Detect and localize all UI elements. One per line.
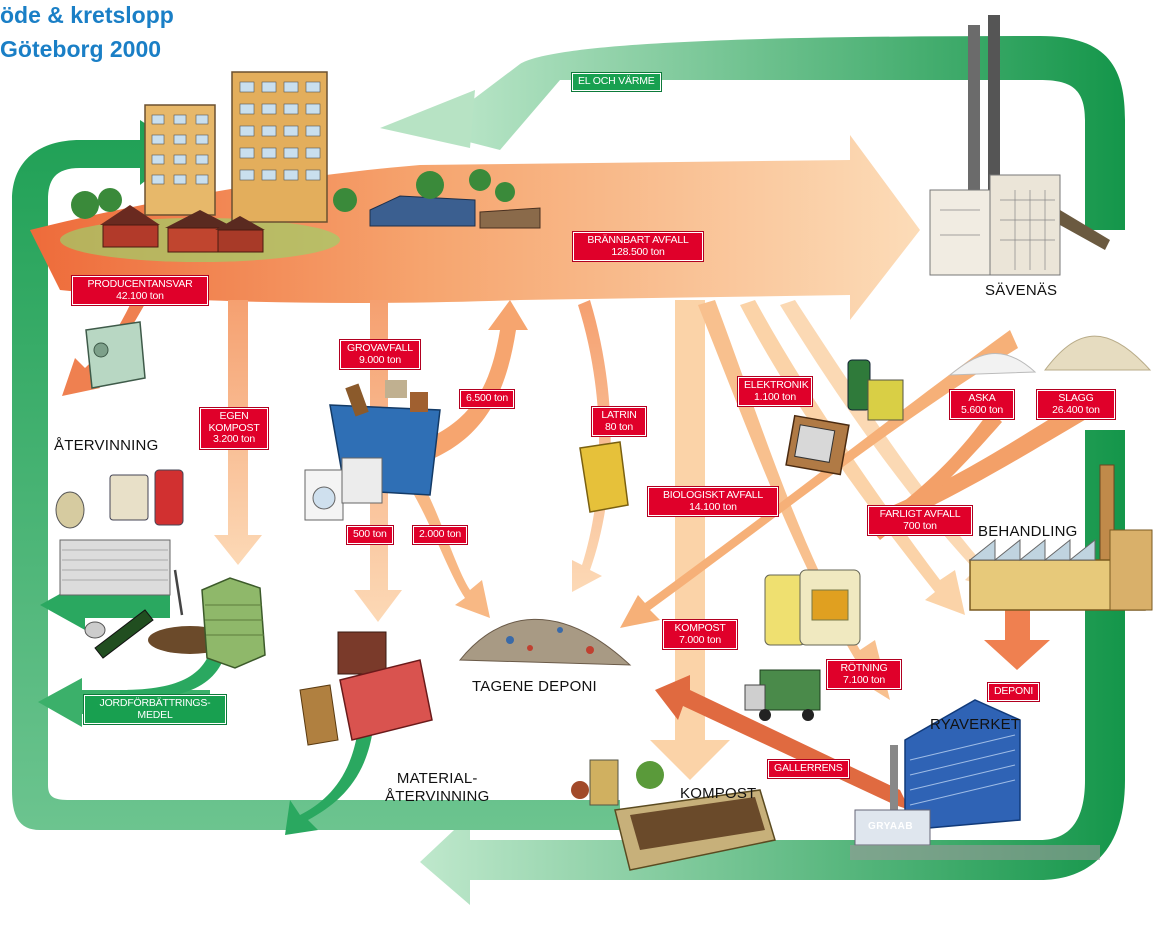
label-egen-kompost: EGEN KOMPOST 3.200 ton	[200, 408, 268, 449]
label-value: 5.600 ton	[961, 403, 1003, 416]
city-illustration	[60, 71, 541, 262]
place-behandling: BEHANDLING	[978, 523, 1078, 540]
label-name: BIOLOGISKT AVFALL	[662, 489, 764, 501]
place-savenas: SÄVENÄS	[985, 282, 1058, 299]
label-text: DEPONI	[994, 685, 1034, 697]
label-name: BRÄNNBART AVFALL	[587, 234, 689, 246]
label-value: 7.100 ton	[843, 673, 885, 686]
chemical-canister-icon	[764, 359, 904, 646]
label-name: ASKA	[968, 392, 996, 404]
label-elektronik: ELEKTRONIK 1.100 ton	[738, 377, 812, 406]
label-text: 2.000 ton	[419, 528, 461, 540]
label-name-2: KOMPOST	[208, 421, 260, 434]
label-name: KOMPOST	[674, 622, 726, 634]
label-kompost: KOMPOST 7.000 ton	[663, 620, 737, 649]
label-brannbart-avfall: BRÄNNBART AVFALL 128.500 ton	[573, 232, 703, 261]
place-atervinning: ÅTERVINNING	[54, 437, 159, 454]
label-slagg: SLAGG 26.400 ton	[1037, 390, 1115, 419]
label-name: SLAGG	[1058, 392, 1094, 404]
warehouse-icon	[369, 195, 541, 229]
label-name-2: MEDEL	[137, 708, 173, 721]
label-text: EL OCH VÄRME	[578, 75, 655, 87]
label-grovavfall: GROVAVFALL 9.000 ton	[340, 340, 420, 369]
label-text: 500 ton	[353, 528, 387, 540]
slag-pile-icon	[1043, 335, 1152, 371]
ash-pile-icon	[948, 353, 1037, 376]
label-6500-ton: 6.500 ton	[460, 390, 514, 408]
title-line-2: Göteborg 2000	[0, 36, 162, 62]
place-ryaverket: RYAVERKET	[930, 716, 1021, 733]
label-deponi: DEPONI	[988, 683, 1040, 701]
house-icon	[100, 205, 265, 253]
title-line-1: öde & kretslopp	[0, 2, 174, 28]
place-kompost: KOMPOST	[680, 785, 757, 802]
place-name-1: MATERIAL-	[396, 770, 478, 787]
label-biologiskt-avfall: BIOLOGISKT AVFALL 14.100 ton	[648, 487, 778, 516]
label-2000-ton: 2.000 ton	[413, 526, 467, 544]
label-name: GROVAVFALL	[347, 342, 413, 354]
label-text: GALLERRENS	[774, 762, 843, 774]
place-materialatervinning: MATERIAL- ÅTERVINNING	[385, 770, 489, 806]
label-jordforbattringsmedel: JORDFÖRBÄTTRINGS- MEDEL	[84, 695, 226, 724]
place-tagene-deponi: TAGENE DEPONI	[472, 678, 597, 695]
apartment-building-icon	[144, 71, 328, 223]
treatment-plant-icon	[850, 699, 1100, 860]
label-name: LATRIN	[601, 409, 637, 421]
label-gallerrens: GALLERRENS	[768, 760, 849, 778]
label-farligt-avfall: FARLIGT AVFALL 700 ton	[868, 506, 972, 535]
label-value: 700 ton	[903, 519, 937, 532]
label-name: PRODUCENTANSVAR	[87, 278, 193, 290]
furniture-icon	[299, 631, 433, 746]
tv-icon	[785, 414, 850, 476]
skip-container-icon	[304, 380, 441, 521]
label-latrin: LATRIN 80 ton	[592, 407, 646, 436]
recycling-bin-icon	[85, 321, 146, 389]
label-name-1: JORDFÖRBÄTTRINGS-	[99, 697, 211, 709]
compost-bin-icon	[173, 569, 266, 669]
label-value: 1.100 ton	[754, 390, 796, 403]
label-aska: ASKA 5.600 ton	[950, 390, 1014, 419]
label-value: 9.000 ton	[359, 353, 401, 366]
landfill-pile-icon	[458, 618, 632, 666]
latrine-box-icon	[579, 441, 629, 513]
label-el-och-varme: EL OCH VÄRME	[572, 73, 661, 91]
label-value: 7.000 ton	[679, 633, 721, 646]
label-value: 14.100 ton	[689, 500, 737, 513]
truck-icon	[744, 669, 821, 721]
place-name-2: ÅTERVINNING	[385, 788, 490, 805]
gryaab-sign: GRYAAB	[868, 821, 914, 832]
label-name: ELEKTRONIK	[744, 379, 809, 391]
label-producentansvar: PRODUCENTANSVAR 42.100 ton	[72, 276, 208, 305]
label-rotning: RÖTNING 7.100 ton	[827, 660, 901, 689]
compost-bed-icon	[571, 759, 776, 871]
label-text: 6.500 ton	[466, 392, 508, 404]
smokestack-plant-icon	[929, 15, 1110, 276]
label-value: 3.200 ton	[213, 433, 255, 445]
label-value: 26.400 ton	[1052, 403, 1100, 416]
label-value: 42.100 ton	[116, 289, 164, 302]
label-500-ton: 500 ton	[347, 526, 393, 544]
label-value: 80 ton	[605, 420, 633, 433]
label-name-1: EGEN	[219, 410, 249, 422]
recycled-materials-icon	[55, 469, 232, 659]
label-value: 128.500 ton	[611, 245, 665, 258]
label-name: FARLIGT AVFALL	[879, 508, 961, 520]
label-name: RÖTNING	[840, 662, 888, 674]
factory-icon	[968, 464, 1153, 611]
